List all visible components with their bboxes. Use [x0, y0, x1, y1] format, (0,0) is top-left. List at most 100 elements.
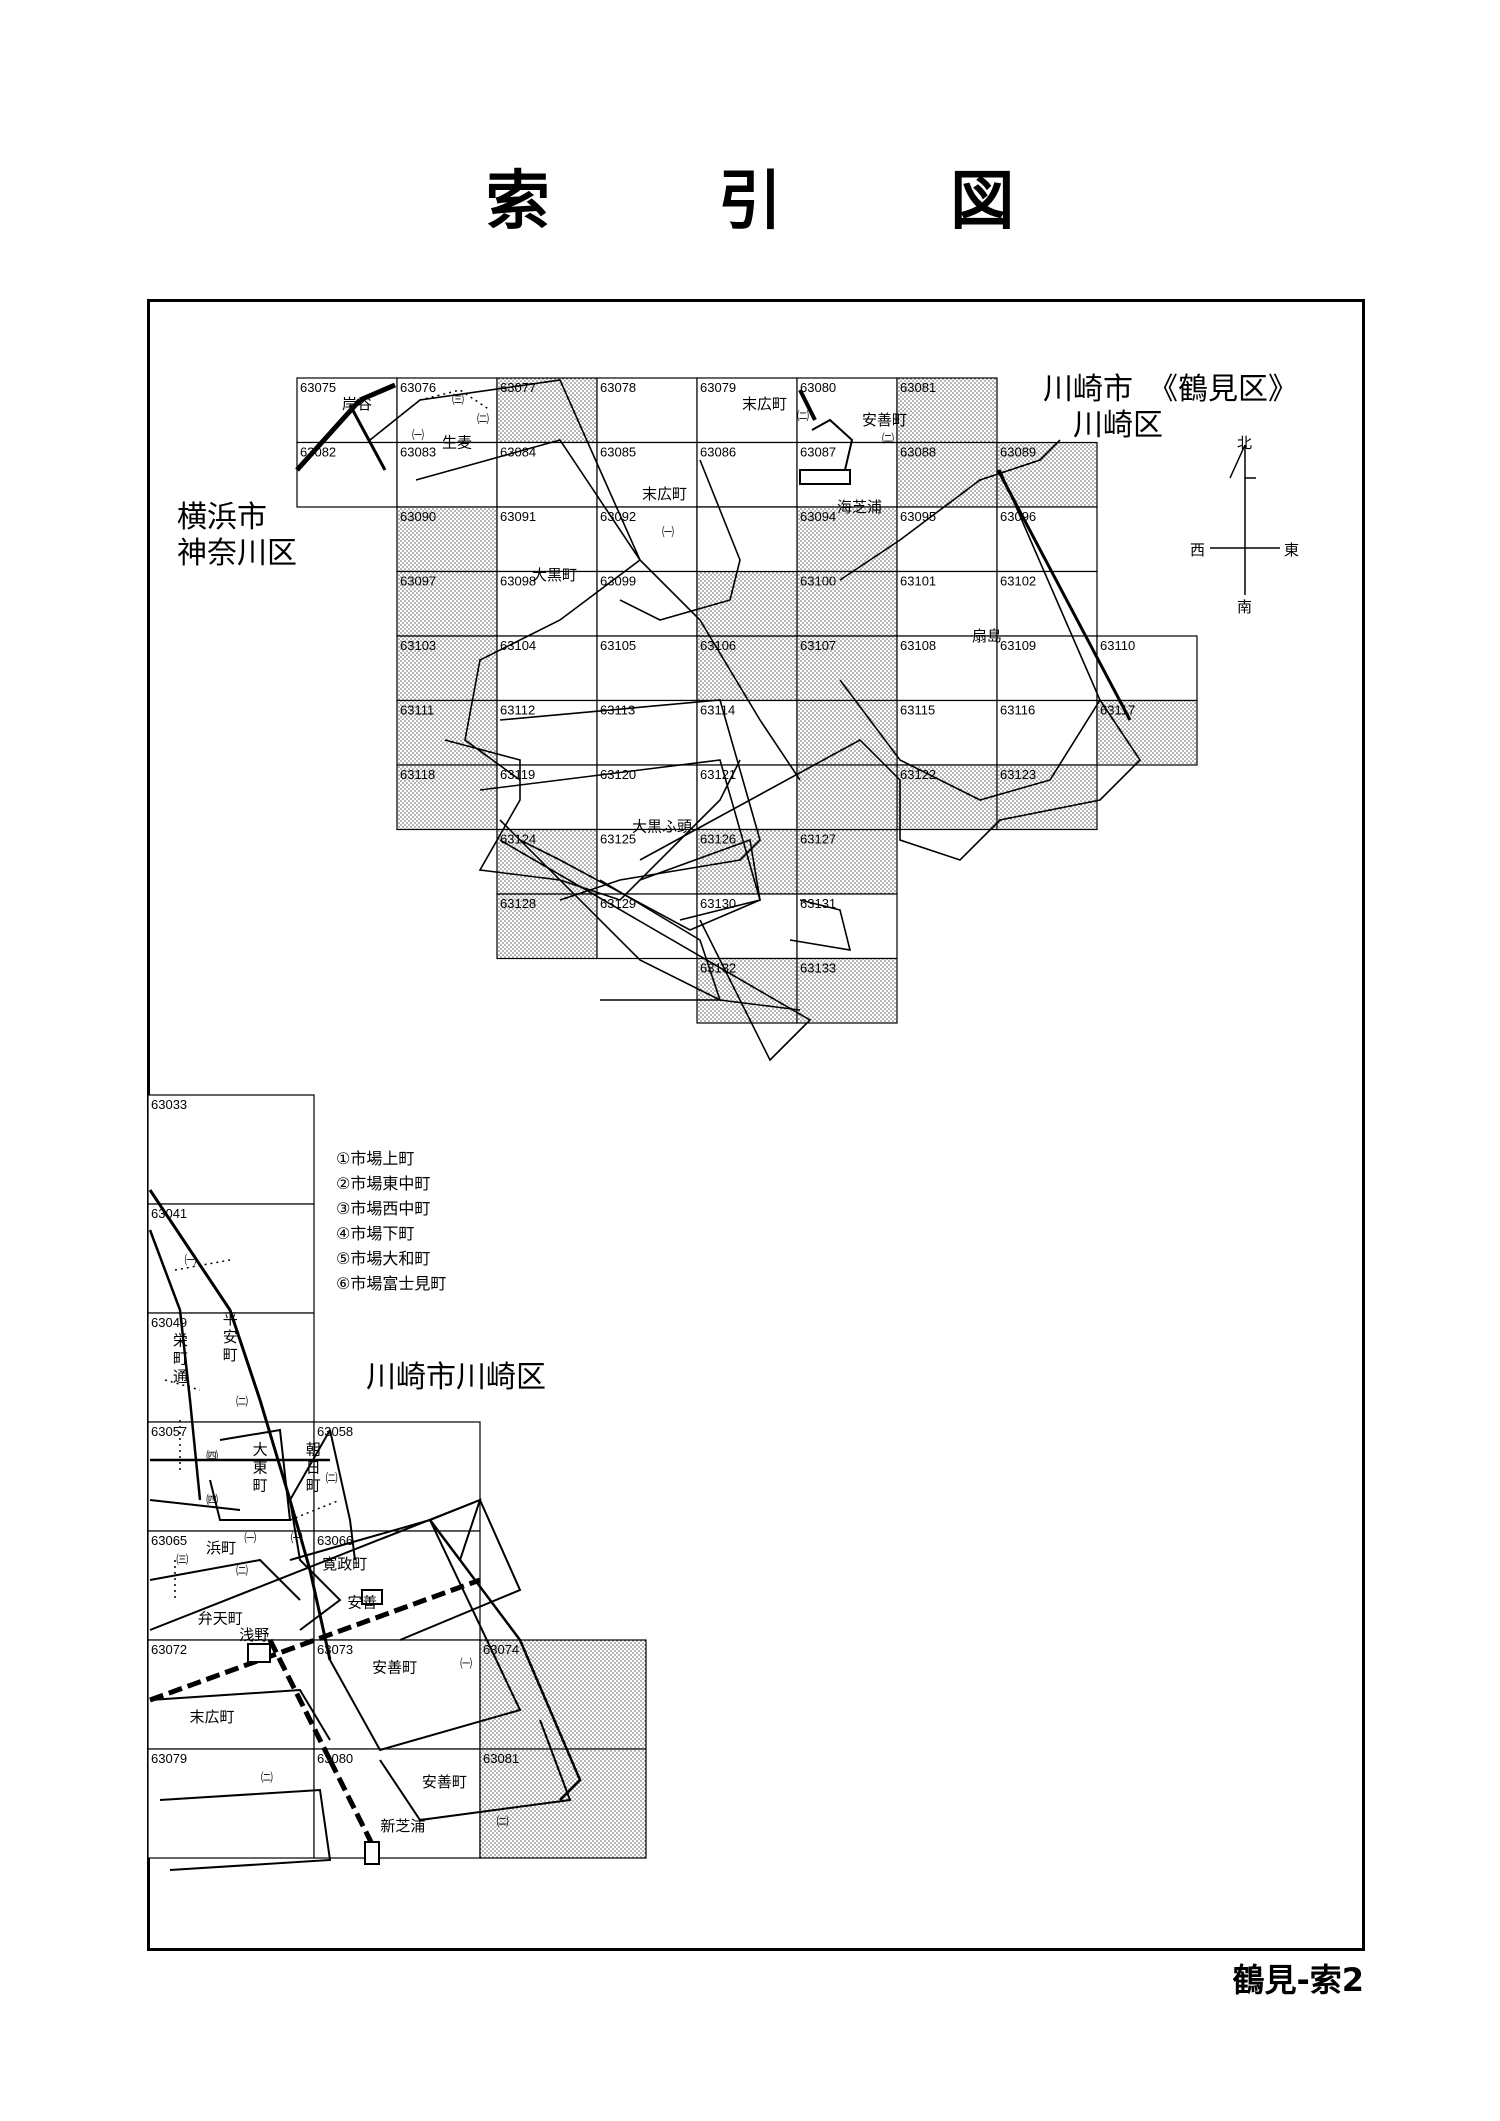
place-label-char: 安 [223, 1328, 238, 1346]
sheet-number: 63120 [600, 767, 636, 782]
map-sheet-63077[interactable]: 63077 [496, 377, 598, 444]
place-label: 生麦 [442, 434, 472, 452]
compass [1210, 444, 1280, 595]
map-sheet-blank [696, 570, 798, 637]
map-sheet-63110[interactable]: 63110 [1096, 635, 1198, 702]
chome-mark: ㈠ [244, 1531, 256, 1545]
map-sheet-63125[interactable]: 63125 [596, 828, 698, 895]
sheet-number: 63083 [400, 445, 436, 460]
map-sheet-63122[interactable]: 63122 [896, 764, 998, 831]
map-sheet-63108[interactable]: 63108 [896, 635, 998, 702]
sheet-number: 63112 [500, 703, 535, 718]
map-sheet-63086[interactable]: 63086 [696, 441, 798, 508]
legend-item: ①市場上町 [336, 1149, 415, 1168]
map-sheet-63113[interactable]: 63113 [596, 699, 698, 766]
map-sheet-63049[interactable]: 63049 [147, 1312, 315, 1423]
map-sheet-63117[interactable]: 63117 [1096, 699, 1198, 766]
map-sheet-63098[interactable]: 63098 [496, 570, 598, 637]
map-sheet-63097[interactable]: 63097 [396, 570, 498, 637]
region-kanagawa-ku: 神奈川区 [177, 536, 297, 571]
map-sheet-63106[interactable]: 63106 [696, 635, 798, 702]
map-sheet-blank [696, 506, 798, 573]
map-sheet-63096[interactable]: 63096 [996, 506, 1098, 573]
map-sheet-63073[interactable]: 63073 [313, 1639, 481, 1750]
sheet-number: 63118 [400, 767, 435, 782]
legend-item: ⑤市場大和町 [336, 1249, 431, 1268]
map-sheet-63111[interactable]: 63111 [396, 699, 498, 766]
map-sheet-63109[interactable]: 63109 [996, 635, 1098, 702]
sheet-number: 63096 [1000, 509, 1036, 524]
map-sheet-63119[interactable]: 63119 [496, 764, 598, 831]
map-sheet-63114[interactable]: 63114 [696, 699, 798, 766]
map-sheet-63057[interactable]: 63057 [147, 1421, 315, 1532]
map-sheet-63104[interactable]: 63104 [496, 635, 598, 702]
place-label-char: 朝 [306, 1441, 321, 1459]
sheet-number: 63088 [900, 445, 936, 460]
map-sheet-63066[interactable]: 63066 [313, 1530, 481, 1641]
place-label-char: 栄 [173, 1332, 188, 1350]
map-sheet-63088[interactable]: 63088 [896, 441, 998, 508]
map-sheet-63100[interactable]: 63100 [796, 570, 898, 637]
place-label: 大黒ふ頭 [632, 817, 692, 835]
map-sheet-63078[interactable]: 63078 [596, 377, 698, 444]
map-sheet-63120[interactable]: 63120 [596, 764, 698, 831]
place-label: 大黒町 [532, 566, 577, 584]
chome-mark: ㈣ [206, 1449, 218, 1463]
map-sheet-63123[interactable]: 63123 [996, 764, 1098, 831]
sheet-number: 63116 [1000, 703, 1035, 718]
sheet-number: 63033 [151, 1097, 187, 1112]
sheet-number: 63094 [800, 509, 836, 524]
map-sheet-63079[interactable]: 63079 [147, 1748, 315, 1859]
map-sheet-63058[interactable]: 63058 [313, 1421, 481, 1532]
map-sheet-63126[interactable]: 63126 [696, 828, 798, 895]
sheet-number: 63131 [800, 896, 836, 911]
map-sheet-63081[interactable]: 63081 [479, 1748, 647, 1859]
sheet-number: 63122 [900, 767, 936, 782]
place-label: 岸谷 [342, 395, 372, 413]
title-char-1: 索 [485, 165, 550, 239]
map-sheet-63105[interactable]: 63105 [596, 635, 698, 702]
map-sheet-63133[interactable]: 63133 [796, 957, 898, 1024]
map-sheet-63033[interactable]: 63033 [147, 1094, 315, 1205]
place-label-char: 町 [253, 1477, 268, 1495]
map-sheet-63094[interactable]: 63094 [796, 506, 898, 573]
map-sheet-63083[interactable]: 63083 [396, 441, 498, 508]
map-sheet-63074[interactable]: 63074 [479, 1639, 647, 1750]
compass-west-label: 西 [1190, 541, 1206, 559]
map-sheet-63080[interactable]: 63080 [796, 377, 898, 444]
map-sheet-blank [796, 764, 898, 831]
place-label-char: 大 [253, 1441, 268, 1459]
map-sheet-63127[interactable]: 63127 [796, 828, 898, 895]
place-label: 末広町 [642, 485, 687, 503]
map-sheet-63107[interactable]: 63107 [796, 635, 898, 702]
map-sheet-63124[interactable]: 63124 [496, 828, 598, 895]
map-sheet-63084[interactable]: 63084 [496, 441, 598, 508]
map-sheet-63091[interactable]: 63091 [496, 506, 598, 573]
map-sheet-63128[interactable]: 63128 [496, 893, 598, 960]
map-sheet-63041[interactable]: 63041 [147, 1203, 315, 1314]
map-sheet-63118[interactable]: 63118 [396, 764, 498, 831]
map-sheet-63103[interactable]: 63103 [396, 635, 498, 702]
sheet-number: 63041 [151, 1206, 187, 1221]
sheet-number: 63107 [800, 638, 836, 653]
sheet-number: 63104 [500, 638, 536, 653]
map-sheet-63081[interactable]: 63081 [896, 377, 998, 444]
map-sheet-63131[interactable]: 63131 [796, 893, 898, 960]
map-sheet-63116[interactable]: 63116 [996, 699, 1098, 766]
sheet-number: 63121 [700, 767, 736, 782]
map-sheet-63101[interactable]: 63101 [896, 570, 998, 637]
map-sheet-63092[interactable]: 63092 [596, 506, 698, 573]
map-sheet-63076[interactable]: 63076 [396, 377, 498, 444]
map-sheet-63080[interactable]: 63080 [313, 1748, 481, 1859]
sheet-number: 63075 [300, 380, 336, 395]
legend-item: ②市場東中町 [336, 1174, 431, 1193]
sheet-number: 63080 [800, 380, 836, 395]
chome-mark: ㈡ [261, 1771, 273, 1785]
map-sheet-63095[interactable]: 63095 [896, 506, 998, 573]
lower-boundary-lines [148, 1189, 582, 1871]
place-label: 浅野 [239, 1626, 269, 1644]
compass-east-label: 東 [1284, 541, 1300, 559]
map-sheet-63090[interactable]: 63090 [396, 506, 498, 573]
map-sheet-63112[interactable]: 63112 [496, 699, 598, 766]
map-sheet-63115[interactable]: 63115 [896, 699, 998, 766]
